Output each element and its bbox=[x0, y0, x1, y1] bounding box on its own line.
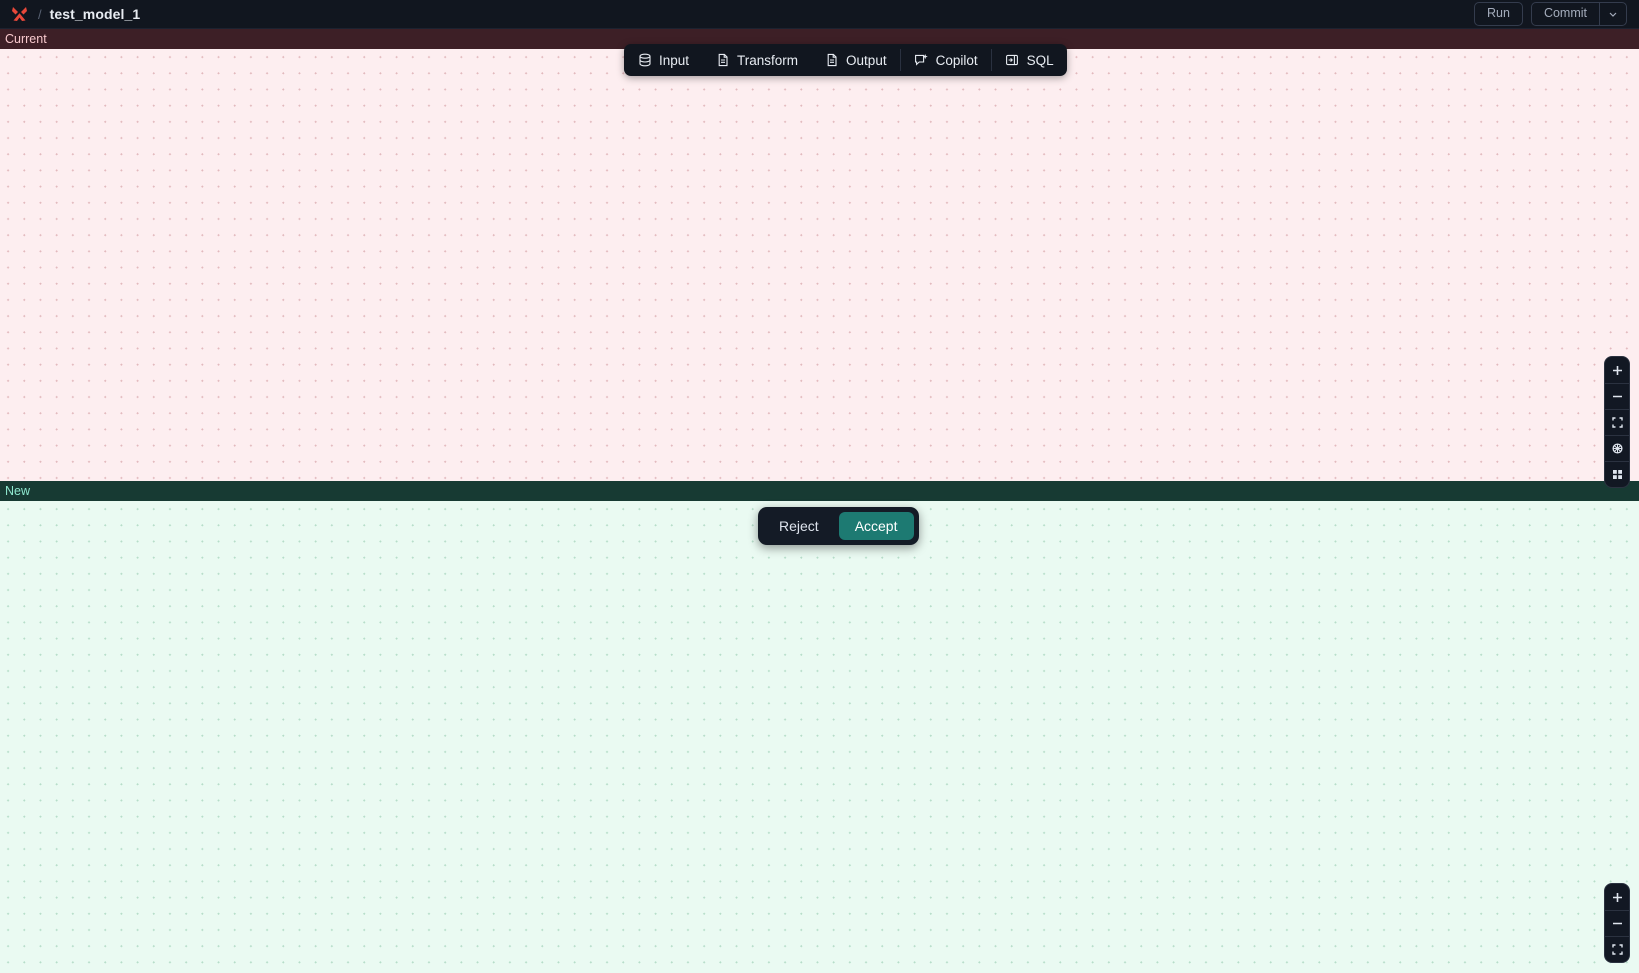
x-logo-icon[interactable] bbox=[8, 4, 30, 24]
mode-tab-output[interactable]: Output bbox=[811, 44, 900, 76]
breadcrumb-separator: / bbox=[38, 6, 42, 22]
file-text-icon bbox=[715, 53, 730, 68]
top-bar: / test_model_1 Run Commit bbox=[0, 0, 1639, 29]
pane-current: Current bbox=[0, 29, 1639, 481]
reject-button[interactable]: Reject bbox=[763, 512, 835, 540]
database-icon bbox=[637, 53, 652, 68]
mode-toolbar: Input Transform Output Copilot SQL bbox=[624, 44, 1067, 76]
commit-button[interactable]: Commit bbox=[1543, 6, 1587, 20]
toolbar-divider bbox=[899, 49, 901, 71]
mode-tab-sql[interactable]: SQL bbox=[992, 44, 1067, 76]
run-button[interactable]: Run bbox=[1474, 2, 1523, 26]
mode-tab-input[interactable]: Input bbox=[624, 44, 702, 76]
accept-button[interactable]: Accept bbox=[838, 512, 914, 540]
mode-tab-copilot-label: Copilot bbox=[935, 52, 978, 68]
pane-label-new: New bbox=[0, 481, 1639, 501]
mode-tab-output-label: Output bbox=[846, 52, 887, 68]
mode-tab-input-label: Input bbox=[659, 52, 690, 68]
chevron-down-icon[interactable] bbox=[1599, 3, 1626, 25]
file-text-icon bbox=[824, 53, 839, 68]
flow-edges bbox=[0, 501, 1639, 973]
minus-icon[interactable] bbox=[1605, 910, 1629, 936]
page-title: test_model_1 bbox=[49, 6, 141, 22]
canvas-new[interactable]: fct_github_pull_requests Model Name bbox=[0, 501, 1639, 973]
minus-icon[interactable] bbox=[1605, 383, 1629, 409]
mode-tab-sql-label: SQL bbox=[1026, 52, 1054, 68]
pane-new: fct_github_pull_requests Model Name bbox=[0, 481, 1639, 973]
fit-view-icon[interactable] bbox=[1605, 936, 1629, 962]
copilot-sparkle-icon bbox=[914, 53, 929, 68]
sql-panel-icon bbox=[1005, 53, 1020, 68]
commit-split-button[interactable]: Commit bbox=[1530, 2, 1627, 26]
mode-tab-transform[interactable]: Transform bbox=[702, 44, 811, 76]
zoom-controls-current bbox=[1604, 356, 1630, 488]
fit-view-icon[interactable] bbox=[1605, 409, 1629, 435]
canvas-current[interactable] bbox=[0, 49, 1639, 481]
mode-tab-transform-label: Transform bbox=[737, 52, 799, 68]
mode-tab-copilot[interactable]: Copilot bbox=[901, 44, 991, 76]
grid-icon[interactable] bbox=[1605, 461, 1629, 487]
plus-icon[interactable] bbox=[1605, 357, 1629, 383]
decision-bar: Reject Accept bbox=[758, 507, 919, 545]
top-bar-actions: Run Commit bbox=[1474, 2, 1631, 26]
toolbar-divider bbox=[990, 49, 992, 71]
pane-label-current: Current bbox=[0, 29, 1639, 49]
lock-globe-icon[interactable] bbox=[1605, 435, 1629, 461]
plus-icon[interactable] bbox=[1605, 884, 1629, 910]
zoom-controls-new bbox=[1604, 883, 1630, 963]
